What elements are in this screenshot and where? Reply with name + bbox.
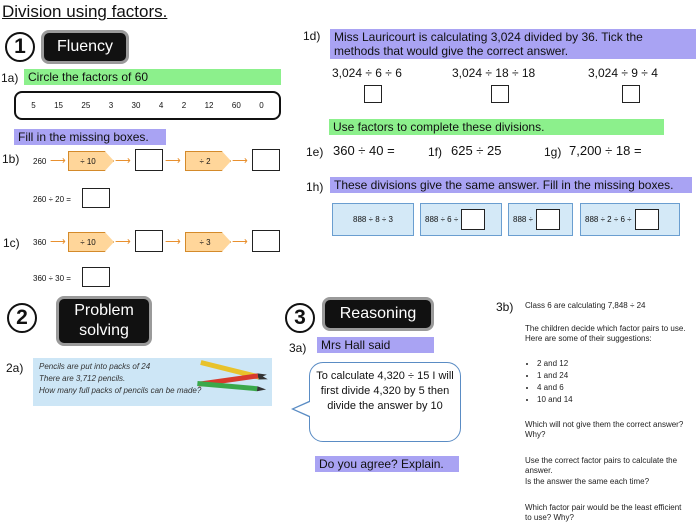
q1b-intermediate-answer-box[interactable] <box>135 149 163 171</box>
q1a-label: 1a) <box>1 71 19 85</box>
factor-number[interactable]: 12 <box>204 101 214 110</box>
q1d-method-2: 3,024 ÷ 18 ÷ 18 <box>452 66 536 80</box>
arrow-right-icon: ⟶ <box>115 155 131 167</box>
q1e-label: 1e) <box>306 145 324 159</box>
q1c-final-answer-box[interactable] <box>252 230 280 252</box>
arrow-right-icon: ⟶ <box>165 155 181 167</box>
factor-number[interactable]: 4 <box>158 101 164 110</box>
q3b-suggestion: 10 and 14 <box>537 394 685 406</box>
page-title: Division using factors. <box>2 2 168 21</box>
q3a-speaker: Mrs Hall said <box>317 337 434 353</box>
q1h-card-2-answer-box[interactable] <box>461 209 486 230</box>
q1d-question: Miss Lauricourt is calculating 3,024 div… <box>330 29 696 59</box>
q1h-card-4: 888 ÷ 2 ÷ 6 ÷ <box>580 203 680 236</box>
q3b-suggestion: 2 and 12 <box>537 358 685 370</box>
q1b-label: 1b) <box>2 152 20 166</box>
q1d-tickbox-3[interactable] <box>622 85 640 103</box>
speech-bubble-tail-inner <box>294 402 310 416</box>
q3b-question-3: Is the answer the same each time? <box>525 477 650 486</box>
q1a-instruction: Circle the factors of 60 <box>24 69 281 85</box>
q1h-instruction: These divisions give the same answer. Fi… <box>330 177 692 193</box>
pencils-icon <box>197 360 268 392</box>
section-problem-solving-line1: Problem <box>74 302 134 319</box>
q1h-card-3-answer-box[interactable] <box>535 209 560 230</box>
q1d-method-3: 3,024 ÷ 9 ÷ 4 <box>588 66 658 80</box>
section-fluency-label: Fluency <box>41 30 129 64</box>
arrow-right-icon: ⟶ <box>115 236 131 248</box>
factor-number[interactable]: 2 <box>181 101 187 110</box>
q1f-expression: 625 ÷ 25 <box>451 143 502 158</box>
q1h-card-1-text: 888 ÷ 8 ÷ 3 <box>353 215 393 224</box>
factor-number[interactable]: 0 <box>259 101 264 110</box>
q1c-op2-box: ÷ 3 <box>185 232 231 252</box>
q1h-label: 1h) <box>306 180 324 194</box>
q1h-card-2-text: 888 ÷ 6 ÷ <box>425 215 459 224</box>
q1g-expression: 7,200 ÷ 18 = <box>569 143 642 158</box>
q2a-line-3: How many full packs of pencils can be ma… <box>39 386 202 395</box>
q1f-label: 1f) <box>428 145 443 159</box>
section-number-3: 3 <box>285 303 315 333</box>
section-reasoning-label: Reasoning <box>322 297 434 331</box>
q3b-suggestion: 1 and 24 <box>537 370 685 382</box>
q1g-label: 1g) <box>544 145 562 159</box>
q1b-final-answer-box[interactable] <box>252 149 280 171</box>
q1h-card-3-text: 888 ÷ <box>513 215 533 224</box>
fill-missing-instruction: Fill in the missing boxes. <box>14 129 166 145</box>
q1h-card-2: 888 ÷ 6 ÷ <box>420 203 502 236</box>
factor-number[interactable]: 5 <box>31 101 36 110</box>
speech-bubble: To calculate 4,320 ÷ 15 I will first div… <box>309 362 461 442</box>
q1h-card-4-answer-box[interactable] <box>634 209 659 230</box>
q2a-line-2: There are 3,712 pencils. <box>39 374 126 383</box>
section-problem-solving-line2: solving <box>79 322 129 339</box>
q3a-quote: To calculate 4,320 ÷ 15 I will first div… <box>316 370 454 412</box>
section-number-1: 1 <box>5 32 35 62</box>
q3b-label: 3b) <box>496 300 514 314</box>
q1d-tickbox-1[interactable] <box>364 85 382 103</box>
q3b-paragraph: The children decide which factor pairs t… <box>525 324 686 343</box>
q1d-tickbox-2[interactable] <box>491 85 509 103</box>
factor-number[interactable]: 60 <box>231 101 241 110</box>
q1e-expression: 360 ÷ 40 = <box>333 143 395 158</box>
q3a-prompt: Do you agree? Explain. <box>315 456 459 472</box>
arrow-right-icon: ⟶ <box>232 236 248 248</box>
q1c-label: 1c) <box>3 236 20 250</box>
q2a-line-1: Pencils are put into packs of 24 <box>39 362 151 371</box>
q3b-intro: Class 6 are calculating 7,848 ÷ 24 <box>525 301 646 310</box>
q3b-question-1: Which will not give them the correct ans… <box>525 420 684 439</box>
factor-number[interactable]: 15 <box>54 101 63 110</box>
arrow-right-icon: ⟶ <box>165 236 181 248</box>
q1c-check-equation: 360 ÷ 30 = <box>33 274 71 283</box>
q1d-method-1: 3,024 ÷ 6 ÷ 6 <box>332 66 402 80</box>
q1h-card-4-text: 888 ÷ 2 ÷ 6 ÷ <box>585 215 632 224</box>
q1c-start-value: 360 <box>33 238 47 247</box>
arrow-right-icon: ⟶ <box>232 155 248 167</box>
q1h-card-1: 888 ÷ 8 ÷ 3 <box>332 203 414 236</box>
q3b-suggestion: 4 and 6 <box>537 382 685 394</box>
factor-number[interactable]: 3 <box>108 101 114 110</box>
q1c-check-answer-box[interactable] <box>82 267 110 287</box>
q3b-question-4: Which factor pair would be the least eff… <box>525 503 682 522</box>
arrow-right-icon: ⟶ <box>50 236 66 248</box>
q1b-op2-box: ÷ 2 <box>185 151 231 171</box>
q3a-label: 3a) <box>289 341 307 355</box>
q2a-label: 2a) <box>6 361 24 375</box>
q1b-op1-box: ÷ 10 <box>68 151 114 171</box>
q1c-op1-box: ÷ 10 <box>68 232 114 252</box>
arrow-right-icon: ⟶ <box>50 155 66 167</box>
q1b-start-value: 260 <box>33 157 47 166</box>
factor-number-row: 5 15 25 3 30 4 2 12 60 0 <box>14 91 281 120</box>
q3b-question-2: Use the correct factor pairs to calculat… <box>525 456 678 475</box>
q3b-suggestions-list: 2 and 12 1 and 24 4 and 6 10 and 14 <box>525 358 685 406</box>
q1c-intermediate-answer-box[interactable] <box>135 230 163 252</box>
factor-number[interactable]: 25 <box>81 101 91 110</box>
factor-number[interactable]: 30 <box>131 101 141 110</box>
q1d-label: 1d) <box>303 29 321 43</box>
q1b-check-answer-box[interactable] <box>82 188 110 208</box>
q1h-card-3: 888 ÷ <box>508 203 573 236</box>
section-problem-solving-label: Problem solving <box>56 296 152 346</box>
q1b-check-equation: 260 ÷ 20 = <box>33 195 71 204</box>
section-number-2: 2 <box>7 303 37 333</box>
use-factors-instruction: Use factors to complete these divisions. <box>329 119 664 135</box>
